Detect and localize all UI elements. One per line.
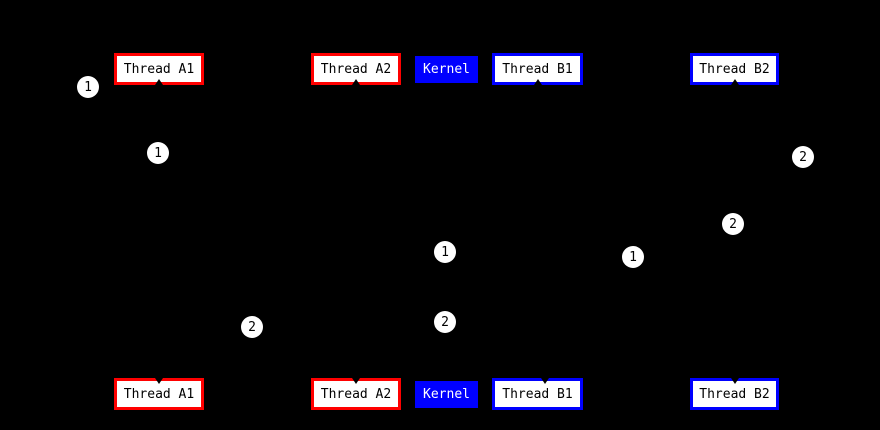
thread-a1-bottom-label: Thread A1	[123, 386, 195, 402]
thread-a2-bottom-label: Thread A2	[320, 386, 392, 402]
kernel-box-bottom: Kernel	[415, 381, 478, 408]
thread-b1-box-top: Thread B1	[492, 53, 583, 85]
step-marker-4: 2	[722, 213, 744, 235]
step-marker-1: 1	[77, 76, 99, 98]
thread-b2-bottom-label: Thread B2	[699, 386, 770, 402]
arrowhead-notch	[540, 378, 549, 384]
arrowhead-notch	[352, 378, 360, 384]
kernel-top-label: Kernel	[423, 62, 470, 77]
arrowhead-notch	[730, 79, 739, 85]
thread-b2-top-label: Thread B2	[699, 61, 770, 77]
thread-a2-top-label: Thread A2	[320, 61, 392, 77]
step-marker-5: 1	[434, 241, 456, 263]
thread-a2-box-top: Thread A2	[311, 53, 401, 85]
thread-a1-box-bottom: Thread A1	[114, 378, 204, 410]
kernel-bottom-label: Kernel	[423, 387, 470, 402]
thread-b2-box-top: Thread B2	[690, 53, 779, 85]
thread-b1-top-label: Thread B1	[502, 61, 573, 77]
arrowhead-notch	[730, 378, 739, 384]
step-marker-2: 1	[147, 142, 169, 164]
step-marker-8: 2	[241, 316, 263, 338]
kernel-box-top: Kernel	[415, 56, 478, 83]
thread-b2-box-bottom: Thread B2	[690, 378, 779, 410]
step-marker-7: 2	[434, 311, 456, 333]
thread-b1-bottom-label: Thread B1	[502, 386, 573, 402]
thread-a1-top-label: Thread A1	[123, 61, 195, 77]
step-marker-3: 2	[792, 146, 814, 168]
thread-b1-box-bottom: Thread B1	[492, 378, 583, 410]
arrowhead-notch	[533, 79, 542, 85]
arrowhead-notch	[352, 79, 360, 85]
step-marker-6: 1	[622, 246, 644, 268]
arrowhead-notch	[155, 79, 163, 85]
thread-a2-box-bottom: Thread A2	[311, 378, 401, 410]
arrowhead-notch	[155, 378, 163, 384]
thread-a1-box-top: Thread A1	[114, 53, 204, 85]
